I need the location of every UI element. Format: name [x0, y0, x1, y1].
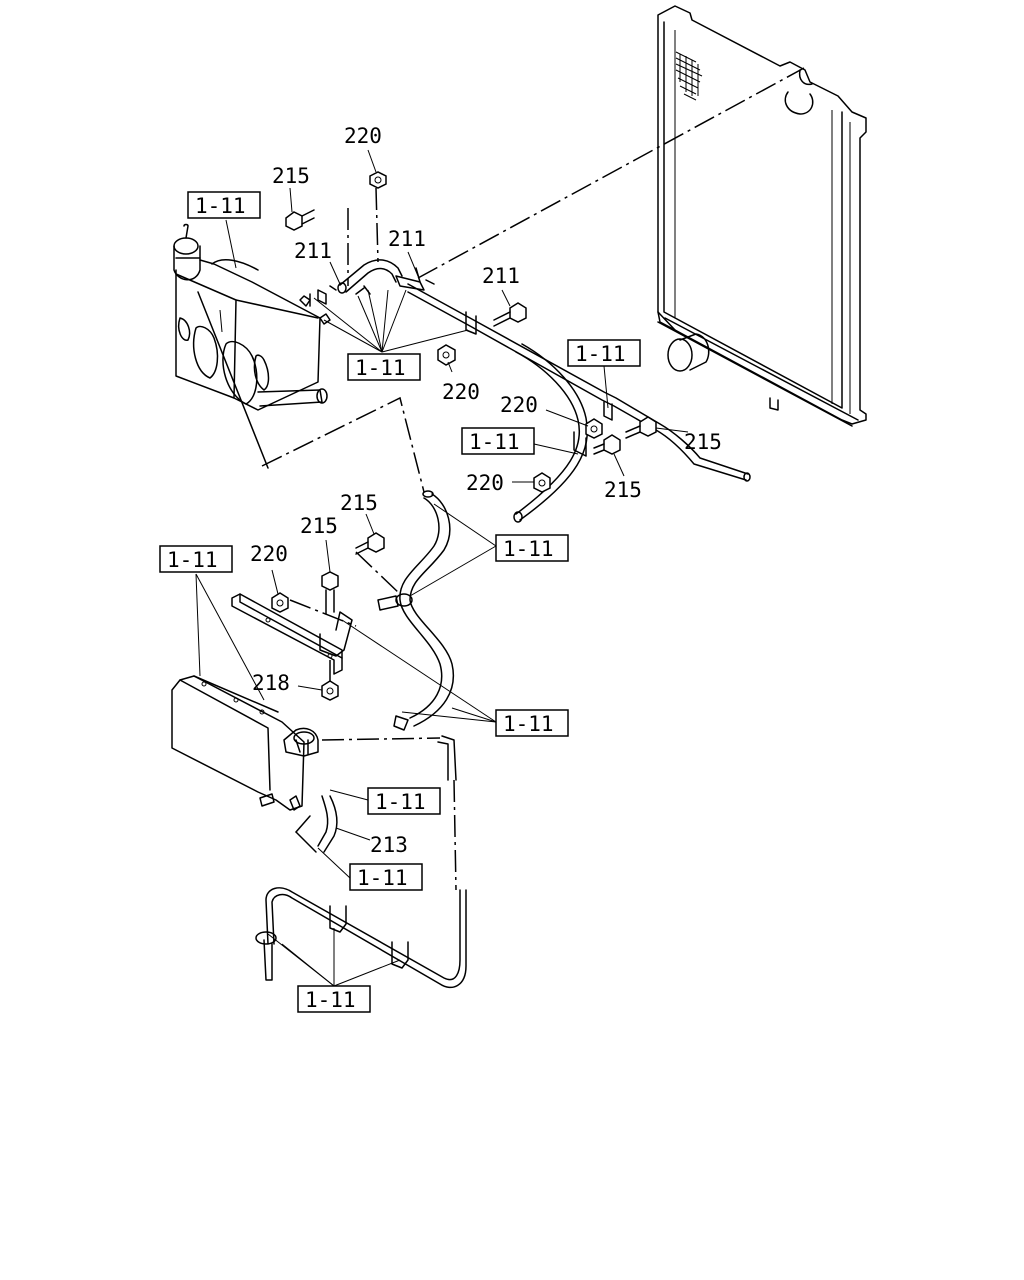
ref-tank-lower: 1-11	[167, 548, 218, 572]
middle-hose	[197, 291, 454, 731]
callout-211-right: 211	[482, 264, 520, 288]
middle-fasteners	[271, 532, 401, 701]
upper-hose-routing	[337, 67, 805, 523]
radiator	[657, 5, 867, 427]
ref-clamp-213: 1-11	[357, 866, 408, 890]
callout-215-center-b: 215	[300, 514, 338, 538]
callout-215-right-upper: 215	[684, 430, 722, 454]
ref-bottom-clips: 1-11	[305, 988, 356, 1012]
callout-211-mid: 211	[388, 227, 426, 251]
callout-numbers: 220 215 211 211 211 220 220 215 220 215 …	[250, 124, 722, 857]
ref-hose-mid: 1-11	[503, 537, 554, 561]
ref-tank-top: 1-11	[195, 194, 246, 218]
upper-fasteners	[285, 171, 657, 493]
callout-211-left: 211	[294, 239, 332, 263]
callout-215-right-lower: 215	[604, 478, 642, 502]
leader-lines	[195, 149, 689, 987]
ref-bracket-right: 1-11	[575, 342, 626, 366]
callout-220-top: 220	[344, 124, 382, 148]
ref-clip-right: 1-11	[469, 430, 520, 454]
callout-215-top: 215	[272, 164, 310, 188]
ref-hose-lower: 1-11	[503, 712, 554, 736]
mounting-bracket	[231, 593, 353, 675]
reference-boxes: 1-11 1-11 1-11 1-11 1-11 1-11 1-11 1-11 …	[159, 191, 641, 1013]
callout-213: 213	[370, 833, 408, 857]
callout-215-center-a: 215	[340, 491, 378, 515]
callout-220-lower-right: 220	[466, 471, 504, 495]
ref-tank-outlet: 1-11	[375, 790, 426, 814]
lower-hoses	[255, 735, 467, 989]
callout-220-right: 220	[500, 393, 538, 417]
callout-218: 218	[252, 671, 290, 695]
ref-fittings-top: 1-11	[355, 356, 406, 380]
callout-220-center: 220	[250, 542, 288, 566]
callout-220-mid: 220	[442, 380, 480, 404]
lower-reservoir-tank	[171, 675, 319, 811]
upper-reservoir-tank	[173, 223, 331, 411]
